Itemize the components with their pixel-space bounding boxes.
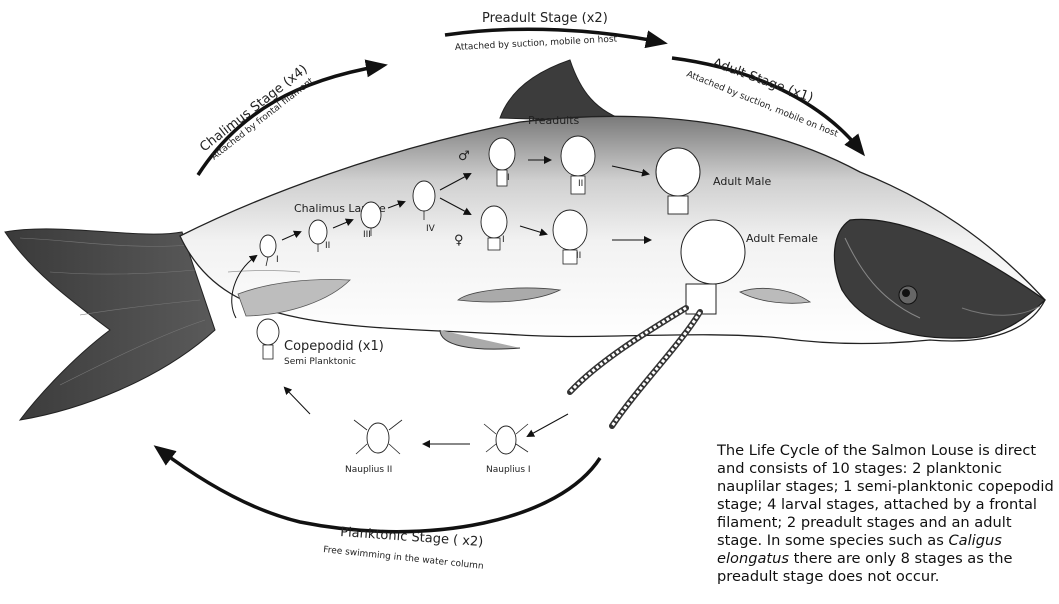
- copepodid-louse: [257, 319, 279, 345]
- life-cycle-description: The Life Cycle of the Salmon Louse is di…: [717, 442, 1057, 586]
- preadult-stage-title: Preadult Stage (x2): [482, 11, 608, 26]
- roman-ii: II: [578, 179, 583, 189]
- egg-to-nauplius-arrow: [528, 414, 568, 436]
- adult-female-louse: [681, 220, 745, 284]
- roman-i: I: [507, 173, 510, 183]
- preadult-stage-note: Attached by suction, mobile on host: [455, 34, 618, 53]
- preadult-stage-group: Preadult Stage (x2) Attached by suction,…: [445, 11, 660, 53]
- dorsal-fin: [500, 60, 630, 122]
- planktonic-stage-arrow: [160, 450, 600, 532]
- male-symbol: ♂: [458, 149, 470, 164]
- chalimus-stage-group: Chalimus Stage (x4) Attached by frontal …: [197, 62, 380, 175]
- preadults-label: Preadults: [528, 114, 580, 127]
- roman-i: I: [502, 235, 505, 245]
- nauplius-2-label: Nauplius II: [345, 465, 392, 475]
- nauplius-1-group: Nauplius I: [484, 424, 531, 475]
- roman-ii: II: [576, 251, 581, 261]
- chalimus-stage-title: Chalimus Stage (x4): [197, 62, 310, 155]
- adult-female-label: Adult Female: [746, 232, 818, 245]
- semi-planktonic-label: Semi Planktonic: [284, 357, 356, 367]
- adult-male-louse: [656, 148, 700, 196]
- roman-iv: IV: [426, 224, 436, 234]
- roman-i: I: [276, 255, 279, 265]
- female-symbol: ♀: [454, 233, 464, 248]
- chalimus-stage-note: Attached by frontal filament: [210, 76, 316, 162]
- roman-ii: II: [325, 241, 330, 251]
- nauplius-1-label: Nauplius I: [486, 465, 531, 475]
- nauplius-2-group: Nauplius II: [345, 420, 402, 475]
- roman-iii: III: [363, 230, 371, 240]
- salmon-fish: [5, 60, 1045, 420]
- planktonic-stage-note: Free swimming in the water column: [323, 545, 484, 572]
- adult-male-label: Adult Male: [713, 175, 771, 188]
- planktonic-stage-title: Planktonic Stage ( x2): [340, 525, 484, 550]
- adult-stage-title: Adult Stage (x1): [711, 56, 816, 106]
- copepodid-label: Copepodid (x1): [284, 339, 384, 354]
- description-part-1: The Life Cycle of the Salmon Louse is di…: [717, 442, 1054, 549]
- tail-fin: [5, 229, 215, 420]
